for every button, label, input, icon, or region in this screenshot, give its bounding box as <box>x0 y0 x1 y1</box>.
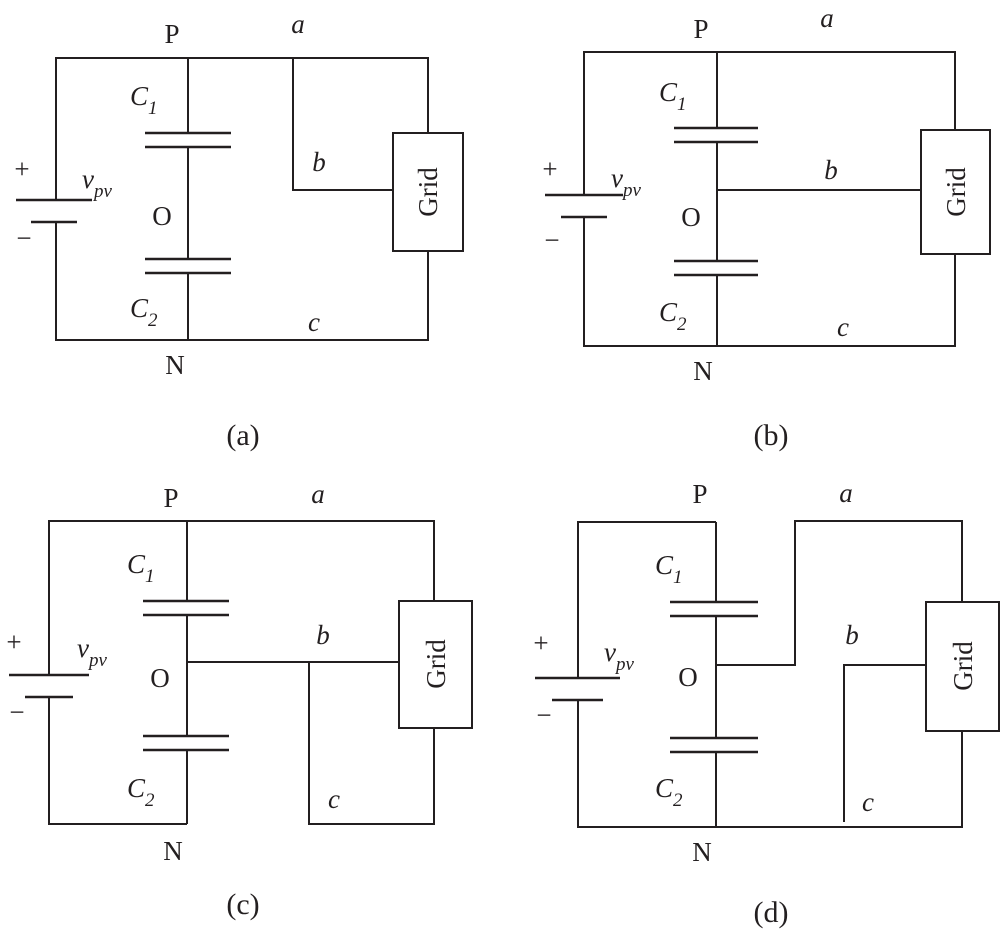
panel-b-vpv-label: vpv <box>611 163 641 201</box>
panel-b-source-bottom-wire <box>583 217 717 347</box>
panel-c-minus-sign: − <box>9 697 24 727</box>
panel-a-wire-b <box>292 58 393 191</box>
panel-b-label-a: a <box>820 3 834 33</box>
panel-b-grid-label: Grid <box>941 167 971 217</box>
panel-a-source-bottom-wire <box>55 222 188 341</box>
panel-c-wires <box>48 520 435 825</box>
panel-d-grid-label: Grid <box>948 641 978 691</box>
panel-a-wires <box>55 57 429 341</box>
panel-d-label-a: a <box>839 478 853 508</box>
panel-b-c1-label: C1 <box>659 77 687 115</box>
panel-c-wire-c <box>308 662 435 825</box>
panel-c: Grid P N O a b c + − C1 C2 vpv (c) <box>6 479 473 921</box>
panel-a-label-a: a <box>291 9 305 39</box>
panel-b-node-p: P <box>693 14 708 44</box>
panel-a-node-p: P <box>164 19 179 49</box>
panel-a-label-c: c <box>308 307 320 337</box>
panel-d-c1-capacitor <box>670 600 758 618</box>
panel-d-node-n: N <box>692 837 712 867</box>
panel-c-grid-label: Grid <box>421 639 451 689</box>
panel-c-node-o: O <box>150 663 170 693</box>
panel-a-c1-capacitor <box>145 131 231 149</box>
panel-a-grid-box <box>392 132 464 252</box>
panel-a-vpv-label: vpv <box>82 164 112 202</box>
panel-c-node-p: P <box>163 483 178 513</box>
panel-b-node-n: N <box>693 356 713 386</box>
panel-c-grid-box <box>398 600 473 729</box>
panel-d-wire-b <box>843 664 926 822</box>
panel-c-source-bottom-wire <box>48 697 187 825</box>
panel-c-label-c: c <box>328 784 340 814</box>
panel-c-label-a: a <box>311 479 325 509</box>
panel-b-plus-sign: + <box>542 154 557 184</box>
panel-c-c1-capacitor <box>143 599 229 617</box>
panel-a-pv-source <box>16 198 92 224</box>
panel-c-wire-a <box>187 520 435 601</box>
panel-b-wires <box>583 51 956 347</box>
panel-a-c1-label: C1 <box>130 81 158 119</box>
panel-b-pv-source <box>545 193 623 219</box>
panel-b-wire-a <box>717 51 956 130</box>
panel-d-label-c: c <box>862 787 874 817</box>
panel-c-source-top-wire <box>48 520 187 675</box>
panel-d-minus-sign: − <box>536 700 551 730</box>
panel-c-pv-source <box>9 673 89 699</box>
panel-d-source-bottom-wire <box>577 700 716 828</box>
panel-a-wire-c <box>188 251 429 341</box>
panel-d-wire-c <box>716 731 963 828</box>
panel-d-c1-label: C1 <box>655 550 683 588</box>
panel-a-c2-label: C2 <box>130 293 158 331</box>
panel-d-source-top-wire <box>577 521 716 678</box>
panel-a-wire-a <box>188 57 429 133</box>
panel-d-vpv-label: vpv <box>604 637 634 675</box>
panel-b-c2-capacitor <box>674 259 758 277</box>
panel-b-c1-capacitor <box>674 126 758 144</box>
panel-b-source-top-wire <box>583 51 717 195</box>
panel-d-wires <box>577 520 963 828</box>
panel-a-source-top-wire <box>55 57 188 200</box>
panel-b-wire-c <box>717 254 956 347</box>
panel-d-c2-label: C2 <box>655 773 683 811</box>
panel-d-plus-sign: + <box>533 628 548 658</box>
panel-c-vpv-label: vpv <box>77 633 107 671</box>
panel-d-grid-box <box>925 601 1000 732</box>
panel-b: Grid P N O a b c + − C1 C2 vpv (b) <box>542 3 991 452</box>
panel-b-caption: (b) <box>754 419 789 452</box>
panel-c-caption: (c) <box>226 888 259 921</box>
panel-a-node-n: N <box>165 350 185 380</box>
panel-d-node-o: O <box>678 662 698 692</box>
panel-d-node-p: P <box>692 479 707 509</box>
panel-c-c2-label: C2 <box>127 773 155 811</box>
panel-a: Grid P N O a b c + − C1 C2 vpv (a) <box>14 9 464 452</box>
panel-a-c2-capacitor <box>145 257 231 275</box>
panel-a-plus-sign: + <box>14 154 29 184</box>
panel-b-minus-sign: − <box>544 225 559 255</box>
panel-a-caption: (a) <box>226 419 259 452</box>
panel-a-minus-sign: − <box>16 223 31 253</box>
panel-c-c2-capacitor <box>143 734 229 752</box>
panel-a-label-b: b <box>312 147 326 177</box>
panel-d-pv-source <box>535 676 620 702</box>
panel-b-label-c: c <box>837 312 849 342</box>
panel-d-label-b: b <box>845 620 859 650</box>
panel-b-c2-label: C2 <box>659 297 687 335</box>
panel-d-wire-a <box>716 520 963 666</box>
panel-b-label-b: b <box>824 155 838 185</box>
panel-c-c1-label: C1 <box>127 549 155 587</box>
panel-b-grid-box <box>920 129 991 255</box>
panel-d: Grid P N O a b c + − C1 C2 vpv (d) <box>533 478 1000 929</box>
panel-d-c2-capacitor <box>670 736 758 754</box>
panel-a-node-o: O <box>152 201 172 231</box>
panel-c-label-b: b <box>316 620 330 650</box>
panel-b-node-o: O <box>681 202 701 232</box>
panel-a-grid-label: Grid <box>413 167 443 217</box>
panel-d-caption: (d) <box>754 896 789 929</box>
panel-c-plus-sign: + <box>6 627 21 657</box>
panel-c-node-n: N <box>163 836 183 866</box>
